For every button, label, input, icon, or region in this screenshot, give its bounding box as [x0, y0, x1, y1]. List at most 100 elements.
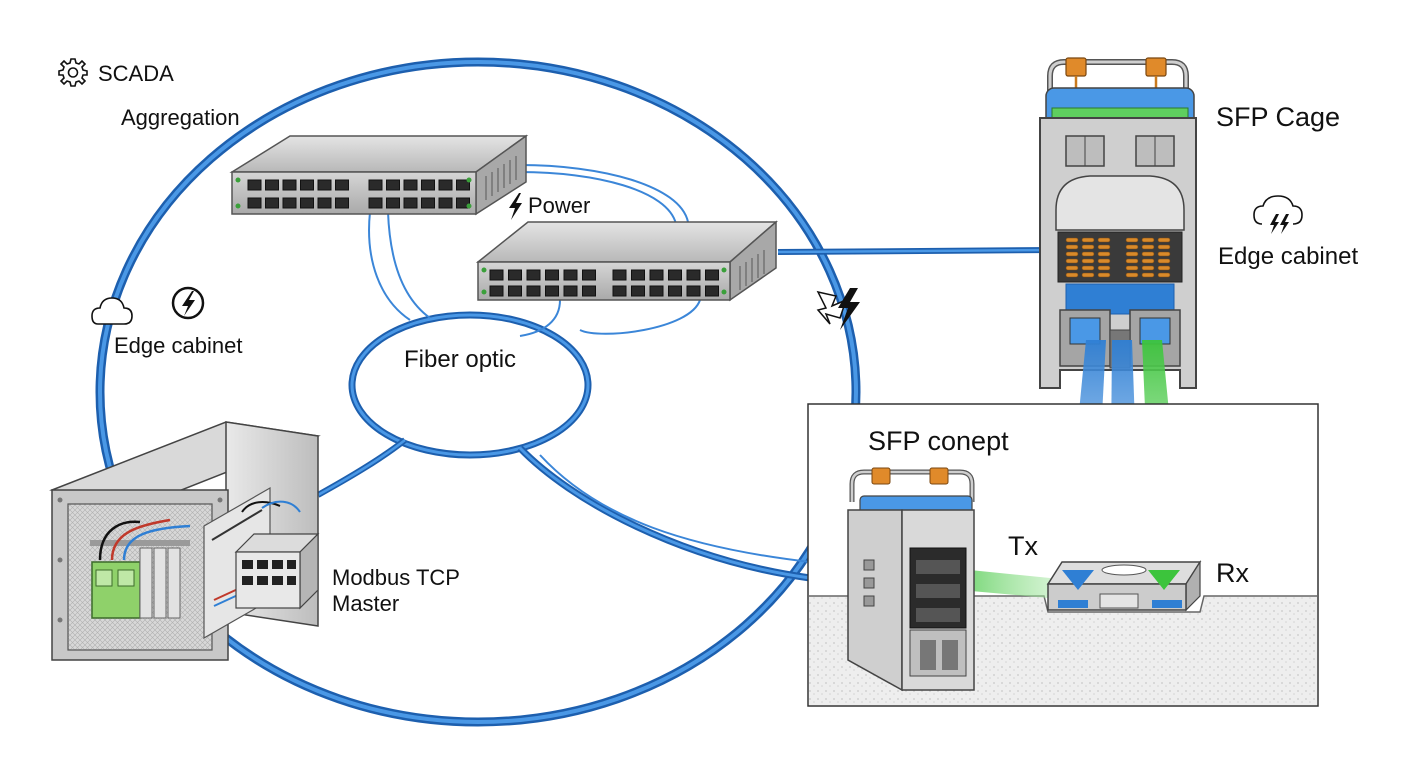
copper-coil-turn — [1125, 272, 1139, 278]
fiber-optic-loop — [348, 311, 592, 459]
copper-coil-turn — [1081, 265, 1095, 271]
modbus-label-line1: Modbus TCP — [332, 565, 460, 590]
rj45-port — [456, 179, 470, 191]
rj45-port — [612, 285, 627, 297]
copper-coil-turn — [1065, 265, 1079, 271]
copper-coil-turn — [1097, 251, 1111, 257]
rj45-port — [421, 197, 435, 209]
tx-label: Tx — [1008, 531, 1038, 561]
rj45-port — [265, 197, 279, 209]
rj45-port — [631, 285, 645, 297]
copper-coils — [1065, 237, 1171, 278]
copper-coil-turn — [1065, 272, 1079, 278]
copper-coil-turn — [1125, 244, 1139, 250]
copper-coil-turn — [1141, 265, 1155, 271]
rj45-port — [438, 179, 453, 191]
rj45-port — [403, 197, 418, 209]
gear-icon — [58, 58, 88, 87]
copper-coil-turn — [1157, 251, 1171, 257]
rj45-port — [438, 197, 453, 209]
rj45-port — [368, 197, 383, 209]
copper-coil-turn — [1141, 251, 1155, 257]
rj45-port — [649, 269, 664, 281]
rj45-port — [563, 285, 578, 297]
rj45-port — [612, 269, 627, 281]
rx-label: Rx — [1216, 558, 1249, 588]
rj45-port — [386, 197, 400, 209]
rj45-port — [705, 285, 719, 297]
rj45-port — [489, 269, 504, 281]
rj45-port — [368, 179, 383, 191]
fiber-ring — [95, 57, 861, 727]
aggregation-label: Aggregation — [121, 105, 240, 130]
rj45-port — [545, 285, 559, 297]
copper-coil-turn — [1141, 237, 1155, 243]
modbus-master-device — [234, 500, 320, 610]
rj45-port — [526, 285, 541, 297]
copper-coil-turn — [1157, 258, 1171, 264]
copper-coil-turn — [1065, 244, 1079, 250]
copper-coil-turn — [1157, 244, 1171, 250]
rj45-port — [386, 179, 400, 191]
surge-lightning-icon — [816, 288, 860, 330]
rj45-port — [649, 285, 664, 297]
sfp-concept-label: SFP conept — [868, 426, 1009, 456]
rj45-port — [545, 269, 559, 281]
sfp-cage — [1039, 57, 1197, 389]
scada-label: SCADA — [98, 61, 174, 86]
copper-coil-turn — [1157, 265, 1171, 271]
power-label: Power — [528, 193, 591, 218]
rj45-port — [582, 285, 596, 297]
rj45-port — [489, 285, 504, 297]
copper-coil-turn — [1097, 258, 1111, 264]
rj45-port — [668, 269, 682, 281]
storm-cloud-icon — [1253, 195, 1303, 234]
port-bank — [247, 179, 470, 209]
copper-coil-turn — [1081, 244, 1095, 250]
sfp-module — [847, 467, 975, 692]
edge-cabinet-right-label: Edge cabinet — [1218, 243, 1359, 270]
copper-coil-turn — [1157, 272, 1171, 278]
rj45-port — [686, 269, 701, 281]
copper-coil-turn — [1097, 265, 1111, 271]
copper-coil-turn — [1081, 251, 1095, 257]
copper-coil-turn — [1065, 237, 1079, 243]
copper-coil-turn — [1097, 237, 1111, 243]
rj45-port — [582, 269, 596, 281]
aggregation-switch — [229, 134, 529, 216]
modbus-label-line2: Master — [332, 591, 400, 616]
sfp-cage-label: SFP Cage — [1216, 102, 1341, 132]
rj45-port — [317, 179, 332, 191]
rj45-port — [526, 269, 541, 281]
rj45-port — [317, 197, 332, 209]
copper-coil-turn — [1081, 237, 1095, 243]
rj45-port — [668, 285, 682, 297]
copper-coil-turn — [1141, 272, 1155, 278]
fiber-links — [316, 164, 1057, 582]
edge-cabinet-left-label: Edge cabinet — [114, 333, 243, 358]
rj45-port — [300, 197, 314, 209]
copper-coil-turn — [1125, 265, 1139, 271]
rj45-port — [456, 197, 470, 209]
rj45-port — [403, 179, 418, 191]
edge-cabinet-enclosure — [49, 421, 321, 661]
cloud-icon — [91, 297, 133, 325]
copper-coil-turn — [1097, 272, 1111, 278]
rj45-port — [282, 179, 297, 191]
copper-coil-turn — [1125, 251, 1139, 257]
rj45-port — [421, 179, 435, 191]
copper-coil-turn — [1081, 272, 1095, 278]
rj45-port — [335, 197, 349, 209]
copper-coil-turn — [1125, 258, 1139, 264]
rj45-port — [282, 197, 297, 209]
optical-chip — [1046, 559, 1202, 612]
copper-coil-turn — [1065, 258, 1079, 264]
fiber-optic-label: Fiber optic — [404, 346, 517, 373]
copper-coil-turn — [1141, 244, 1155, 250]
rj45-port — [631, 269, 645, 281]
rj45-port — [265, 179, 279, 191]
rj45-port — [300, 179, 314, 191]
copper-coil-turn — [1141, 258, 1155, 264]
copper-coil-turn — [1125, 237, 1139, 243]
